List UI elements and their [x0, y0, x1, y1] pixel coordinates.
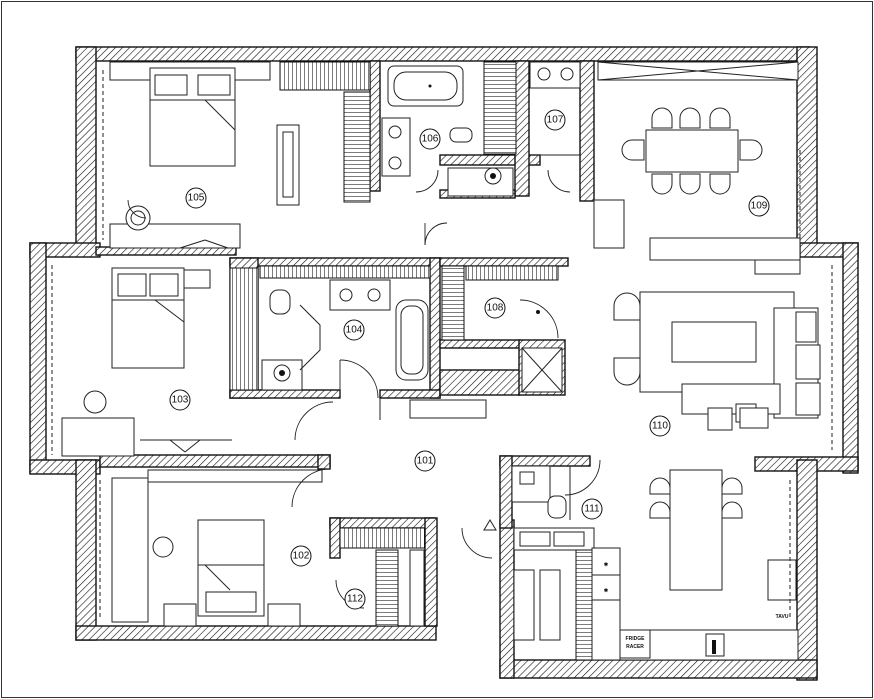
room-112-furniture: [339, 527, 426, 627]
svg-text:108: 108: [487, 303, 504, 314]
svg-text:112: 112: [347, 594, 363, 605]
room-111-furniture: [511, 465, 571, 520]
tv-label: TAVU: [776, 614, 789, 620]
svg-text:109: 109: [751, 201, 768, 212]
kitchen-furniture: ✱ ✱ FRIDGE RACER TAVU: [513, 469, 799, 661]
room-label-105: 105: [185, 187, 207, 209]
room-110-furniture: [613, 259, 833, 450]
room-107-furniture: [529, 61, 581, 156]
room-108-furniture: [441, 265, 563, 393]
exterior-walls: [29, 46, 859, 681]
door-swings: [127, 169, 601, 609]
room-label-104: 104: [343, 319, 365, 341]
svg-text:105: 105: [188, 193, 205, 204]
room-104-furniture: [259, 265, 487, 419]
room-label-109: 109: [748, 195, 770, 217]
svg-text:110: 110: [652, 421, 668, 432]
room-label-110: 110: [649, 415, 671, 437]
svg-text:103: 103: [172, 395, 189, 406]
room-labels: 105 106 107 109 104 108 103 110: [169, 109, 770, 610]
svg-text:102: 102: [293, 551, 310, 562]
room-label-107: 107: [544, 109, 566, 131]
svg-text:111: 111: [584, 504, 600, 515]
svg-text:101: 101: [417, 456, 434, 467]
wardrobe-105: [279, 61, 371, 91]
svg-text:107: 107: [547, 115, 564, 126]
room-label-101: 101: [414, 450, 436, 472]
room-label-102: 102: [290, 545, 312, 567]
svg-text:✱: ✱: [604, 588, 609, 594]
room-109-furniture: [593, 61, 801, 261]
room-105-furniture: [102, 61, 371, 249]
room-label-103: 103: [169, 389, 191, 411]
room-label-111: 111: [581, 498, 603, 520]
room-103-furniture: [51, 265, 259, 457]
room-label-106: 106: [419, 128, 441, 150]
fridge-label: FRIDGE: [626, 636, 646, 642]
room-101-furniture: [379, 398, 497, 531]
room-label-108: 108: [484, 297, 506, 319]
svg-text:104: 104: [346, 325, 363, 336]
fridge-sublabel: RACER: [626, 644, 644, 650]
svg-text:✱: ✱: [604, 562, 609, 568]
room-102-furniture: [99, 469, 323, 627]
room-106-furniture: [381, 61, 517, 197]
svg-text:106: 106: [422, 134, 439, 145]
room-label-112: 112: [344, 588, 366, 610]
